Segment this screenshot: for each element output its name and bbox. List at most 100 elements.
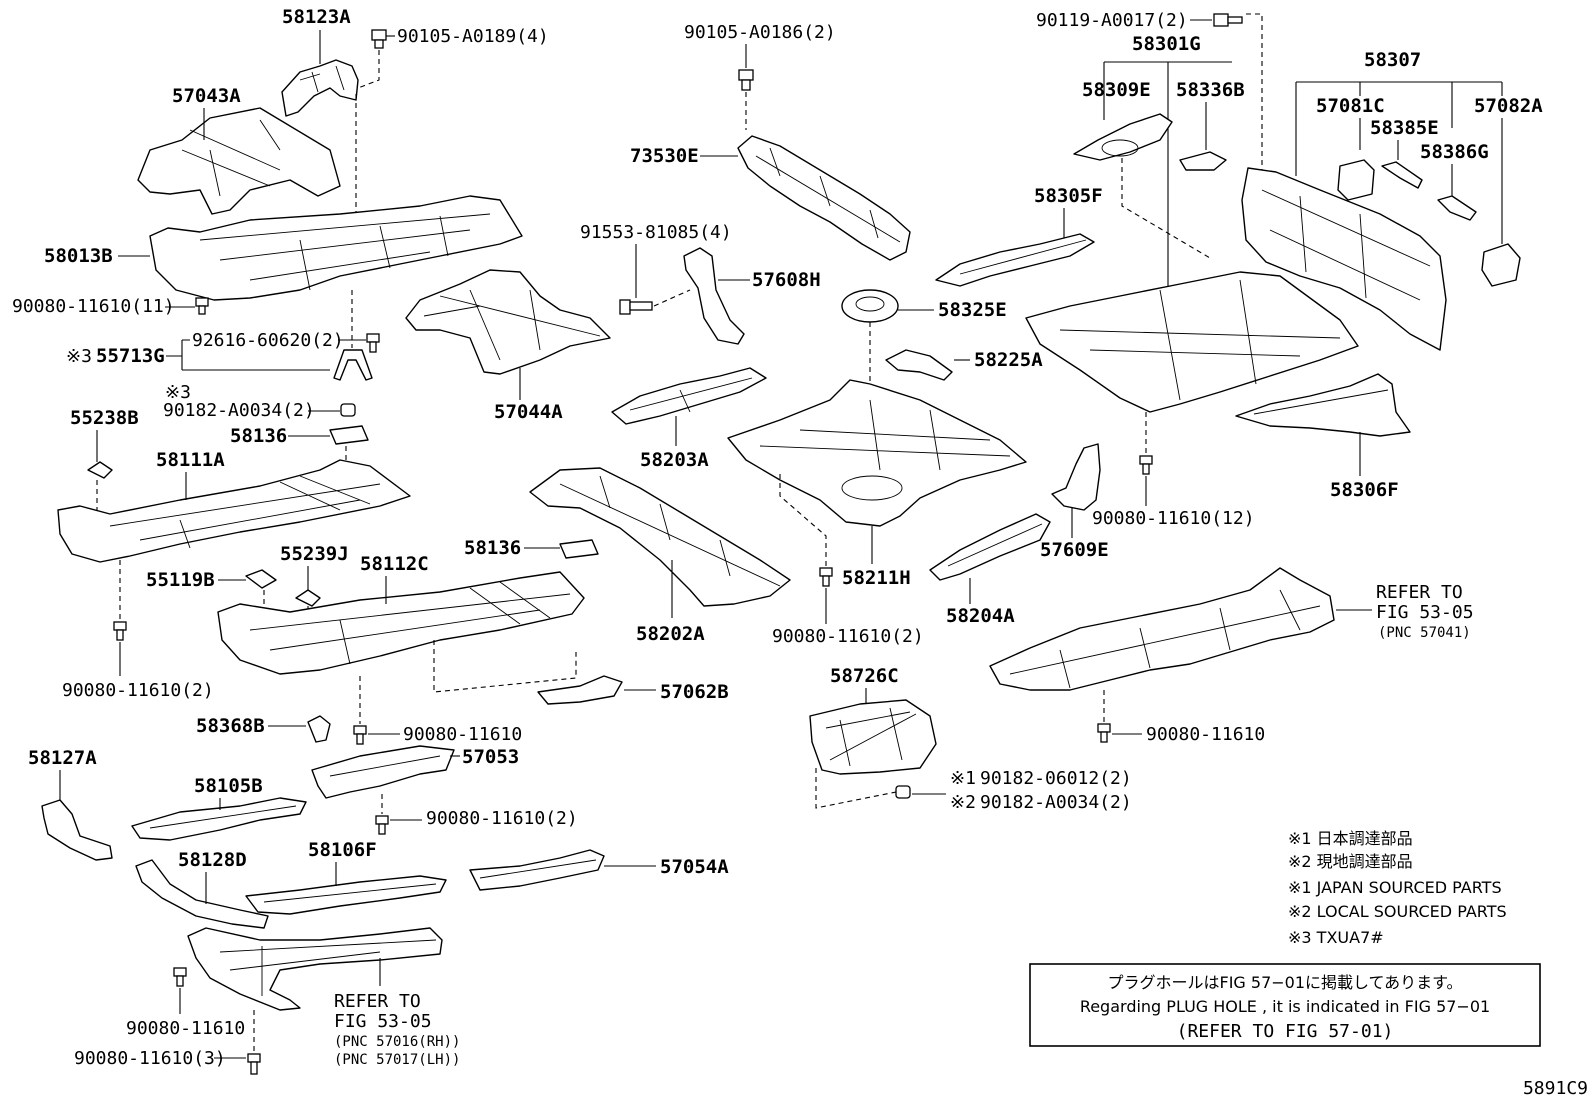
label-58211H: 58211H: [842, 567, 911, 589]
part-58112C-drawing: [217, 571, 585, 675]
label-91553-81085: 91553-81085(4): [580, 222, 732, 243]
notice-line2: Regarding PLUG HOLE , it is indicated in…: [1080, 997, 1490, 1016]
part-58386G-drawing: [1437, 195, 1477, 221]
part-55119B-drawing: [245, 569, 277, 589]
bolt-90080-11610-11: [195, 297, 209, 315]
label-58325E: 58325E: [938, 299, 1007, 321]
bolt-90080-11610-c: [1097, 723, 1111, 743]
label-57044A: 57044A: [494, 401, 563, 423]
label-58128D: 58128D: [178, 849, 247, 871]
label-58123A: 58123A: [282, 6, 351, 28]
label-58013B: 58013B: [44, 245, 113, 267]
part-58385E-drawing: [1381, 161, 1423, 189]
part-58211H-drawing: [727, 379, 1027, 527]
refer-right-line1: REFER TO: [1376, 582, 1463, 603]
label-58136-a: 58136: [230, 425, 287, 447]
part-58136-b-drawing: [559, 539, 599, 559]
part-58128D-drawing: [135, 859, 269, 929]
label-58106F: 58106F: [308, 839, 377, 861]
part-58106F-drawing: [245, 875, 447, 915]
part-57081C-drawing: [1337, 159, 1375, 201]
label-90080-11610-11: 90080-11610(11): [12, 296, 175, 317]
bolt-90119-A0017: [1213, 13, 1243, 27]
part-58368B-drawing: [307, 715, 331, 743]
label-57608H: 57608H: [752, 269, 821, 291]
label-58127A: 58127A: [28, 747, 97, 769]
refer-left-line4: (PNC 57017(LH)): [334, 1052, 460, 1068]
part-side-member-left-drawing: [187, 927, 443, 1011]
legend-line2: ※2 現地調達部品: [1288, 852, 1413, 871]
label-90080-11610-b: 90080-11610: [126, 1018, 245, 1039]
label-58111A: 58111A: [156, 449, 225, 471]
label-90080-11610-2c: 90080-11610(2): [772, 626, 924, 647]
legend-line1: ※1 日本調達部品: [1288, 829, 1413, 848]
label-58136-b: 58136: [464, 537, 521, 559]
legend-line4: ※2 LOCAL SOURCED PARTS: [1288, 902, 1507, 921]
bolt-90080-11610-2c: [819, 567, 833, 587]
legend-line3: ※1 JAPAN SOURCED PARTS: [1288, 878, 1502, 897]
sourcing-legend: ※1 日本調達部品 ※2 現地調達部品 ※1 JAPAN SOURCED PAR…: [1288, 829, 1507, 947]
part-58105B-drawing: [131, 797, 307, 841]
part-55713G-drawing: [333, 349, 373, 381]
label-58385E: 58385E: [1370, 117, 1439, 139]
label-58726C: 58726C: [830, 665, 899, 687]
part-57044A-drawing: [405, 269, 611, 375]
label-90105-A0189: 90105-A0189(4): [397, 26, 549, 47]
part-57608H-drawing: [683, 247, 745, 345]
label-92616-60620: 92616-60620(2): [192, 330, 344, 351]
label-90105-A0186: 90105-A0186(2): [684, 22, 836, 43]
label-57043A: 57043A: [172, 85, 241, 107]
part-57082A-drawing: [1481, 243, 1521, 287]
label-55713G: 55713G: [96, 345, 165, 367]
part-58307-drawing: [1241, 167, 1447, 351]
part-58336B-drawing: [1179, 151, 1227, 171]
label-58112C: 58112C: [360, 553, 429, 575]
figure-code: 5891C9: [1523, 1078, 1588, 1099]
bolt-91553-81085: [619, 299, 653, 315]
label-58309E: 58309E: [1082, 79, 1151, 101]
label-90080-11610-2a: 90080-11610(2): [62, 680, 214, 701]
label-57053: 57053: [462, 746, 519, 768]
label-58225A: 58225A: [974, 349, 1043, 371]
label-90080-11610-c: 90080-11610: [1146, 724, 1265, 745]
label-58301G: 58301G: [1132, 33, 1201, 55]
bolt-90080-11610-a: [353, 725, 367, 745]
marker-2-90182-A0034: ※2: [950, 792, 976, 813]
part-58111A-drawing: [57, 459, 411, 563]
marker-3-55713G: ※3: [66, 346, 92, 367]
label-55119B: 55119B: [146, 569, 215, 591]
part-58225A-drawing: [885, 349, 953, 381]
label-57081C: 57081C: [1316, 95, 1385, 117]
refer-right-line2: FIG 53-05: [1376, 602, 1474, 623]
label-90080-11610-2b: 90080-11610(2): [426, 808, 578, 829]
nut-90182-06012: [895, 785, 911, 799]
refer-left-line2: FIG 53-05: [334, 1011, 432, 1032]
label-57082A: 57082A: [1474, 95, 1543, 117]
label-90080-11610-12: 90080-11610(12): [1092, 508, 1255, 529]
part-58204A-drawing: [929, 513, 1051, 581]
part-57062B-drawing: [537, 675, 623, 705]
bolt-90105-A0189: [371, 29, 387, 49]
bolt-92616-60620: [366, 333, 380, 353]
part-57054A-drawing: [469, 849, 605, 891]
part-58309E-drawing: [1073, 113, 1173, 161]
part-57609E-drawing: [1051, 443, 1101, 511]
refer-right-line3: (PNC 57041): [1378, 625, 1471, 641]
part-58136-a-drawing: [329, 425, 369, 445]
label-90080-11610-a: 90080-11610: [403, 724, 522, 745]
label-90182-A0034-a: 90182-A0034(2): [163, 400, 315, 421]
label-90182-A0034-b: 90182-A0034(2): [980, 792, 1132, 813]
label-90119-A0017: 90119-A0017(2): [1036, 10, 1188, 31]
part-58305F-drawing: [935, 233, 1095, 287]
part-58325E-drawing: [841, 289, 899, 323]
part-58726C-drawing: [809, 699, 937, 775]
label-57054A: 57054A: [660, 856, 729, 878]
marker-1-90182-06012: ※1: [950, 768, 976, 789]
label-58368B: 58368B: [196, 715, 265, 737]
refer-left-line1: REFER TO: [334, 991, 421, 1012]
legend-line5: ※3 TXUA7#: [1288, 928, 1384, 947]
label-58336B: 58336B: [1176, 79, 1245, 101]
part-55239J-drawing: [295, 589, 321, 607]
part-58127A-drawing: [41, 799, 113, 861]
